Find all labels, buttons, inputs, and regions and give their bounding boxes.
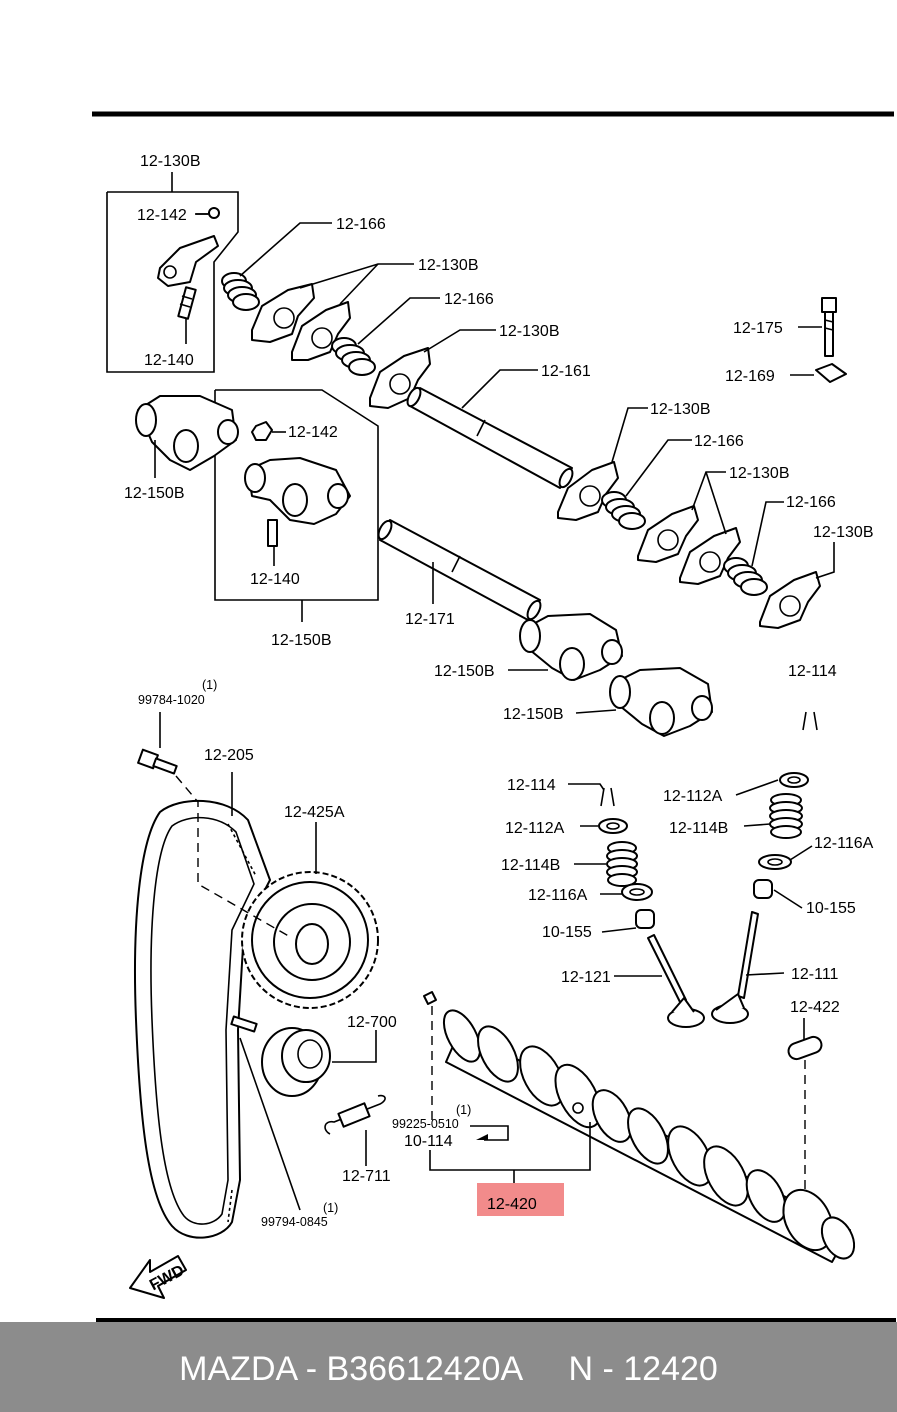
bolt-and-washer: [790, 297, 847, 383]
label-12-114b-a: 12-114B: [669, 820, 728, 837]
label-12-166-a: 12-166: [336, 216, 386, 233]
label-12-166-b: 12-166: [444, 291, 494, 308]
pulley-bolt: [137, 712, 293, 939]
label-12-116a-a: 12-116A: [814, 835, 874, 852]
label-12-150b-d: 12-150B: [503, 706, 564, 723]
label-12-112a-b: 12-112A: [505, 820, 565, 837]
label-12-130b-e: 12-130B: [729, 465, 790, 482]
label-12-130b-c: 12-130B: [499, 323, 560, 340]
upper-rocker-row: [221, 272, 574, 489]
label-12-205: 12-205: [204, 747, 254, 764]
label-12-130b-b: 12-130B: [418, 257, 479, 274]
label-12-425a: 12-425A: [284, 804, 345, 821]
label-qty-1-b: (1): [456, 1103, 471, 1117]
label-12-150b-a: 12-150B: [124, 485, 185, 502]
label-99784-1020: 99784-1020: [138, 693, 205, 707]
label-12-142-a: 12-142: [137, 207, 187, 224]
label-12-140-a: 12-140: [144, 352, 194, 369]
label-12-166-c: 12-166: [694, 433, 744, 450]
label-12-175: 12-175: [733, 320, 783, 337]
label-12-171: 12-171: [405, 611, 455, 628]
label-99794-0845: 99794-0845: [261, 1215, 328, 1229]
timing-belt: [134, 799, 271, 1239]
dowel-pin-callout: [470, 1125, 509, 1141]
rocker-assembly-left: [135, 395, 239, 478]
rocker-arm-box-middle: [214, 389, 379, 622]
label-12-114-a: 12-114: [788, 663, 837, 680]
label-12-166-d: 12-166: [786, 494, 836, 511]
callout-labels: 12-130B 12-142 12-140 12-166 12-130B 12-…: [124, 153, 874, 1229]
label-12-111: 12-111: [791, 966, 839, 983]
camshaft: [423, 991, 856, 1263]
cam-pulley: [241, 822, 379, 1009]
rocker-arm-box-top: [106, 172, 239, 373]
label-12-112a-a: 12-112A: [663, 788, 723, 805]
label-12-700: 12-700: [347, 1014, 397, 1031]
label-99225-0510: 99225-0510: [392, 1117, 459, 1131]
label-12-150b-c: 12-150B: [434, 663, 495, 680]
label-12-116a-b: 12-116A: [528, 887, 588, 904]
label-12-140-b: 12-140: [250, 571, 300, 588]
tensioner-spring: [324, 1094, 386, 1166]
highlight-box: [477, 1183, 564, 1216]
label-12-130b-d: 12-130B: [650, 401, 711, 418]
label-12-121: 12-121: [561, 969, 611, 986]
valve-stack-left: [598, 818, 705, 1028]
belt-tensioner: [230, 1015, 377, 1211]
right-rocker-row: [557, 461, 821, 629]
fwd-arrow-icon: FWD: [129, 1255, 187, 1299]
parts-diagram: FWD 12-130B 12-: [92, 111, 896, 1322]
label-12-422: 12-422: [790, 999, 840, 1016]
rocker-assemblies-lower: [519, 613, 713, 737]
label-qty-1-c: (1): [323, 1201, 338, 1215]
footer-bar: MAZDA - B36612420A N - 12420: [0, 1322, 897, 1412]
label-12-130b-top: 12-130B: [140, 153, 201, 170]
part-number-caption: MAZDA - B36612420A N - 12420: [179, 1350, 718, 1388]
plug-part: [787, 1035, 823, 1210]
label-12-711: 12-711: [342, 1168, 391, 1185]
rocker-shaft-lower: [377, 519, 542, 621]
label-12-150b-b: 12-150B: [271, 632, 332, 649]
label-12-420: 12-420: [487, 1196, 537, 1213]
label-qty-1-a: (1): [202, 678, 217, 692]
label-12-169: 12-169: [725, 368, 775, 385]
valve-stack-right: [711, 772, 809, 1024]
label-10-155-b: 10-155: [542, 924, 592, 941]
label-10-114: 10-114: [404, 1133, 453, 1150]
leader-lines: [185, 213, 835, 1040]
label-12-114-b: 12-114: [507, 777, 556, 794]
label-12-142-b: 12-142: [288, 424, 338, 441]
label-10-155-a: 10-155: [806, 900, 856, 917]
label-12-161: 12-161: [541, 363, 591, 380]
label-12-130b-f: 12-130B: [813, 524, 874, 541]
valve-keepers: [600, 711, 818, 807]
label-12-114b-b: 12-114B: [501, 857, 560, 874]
